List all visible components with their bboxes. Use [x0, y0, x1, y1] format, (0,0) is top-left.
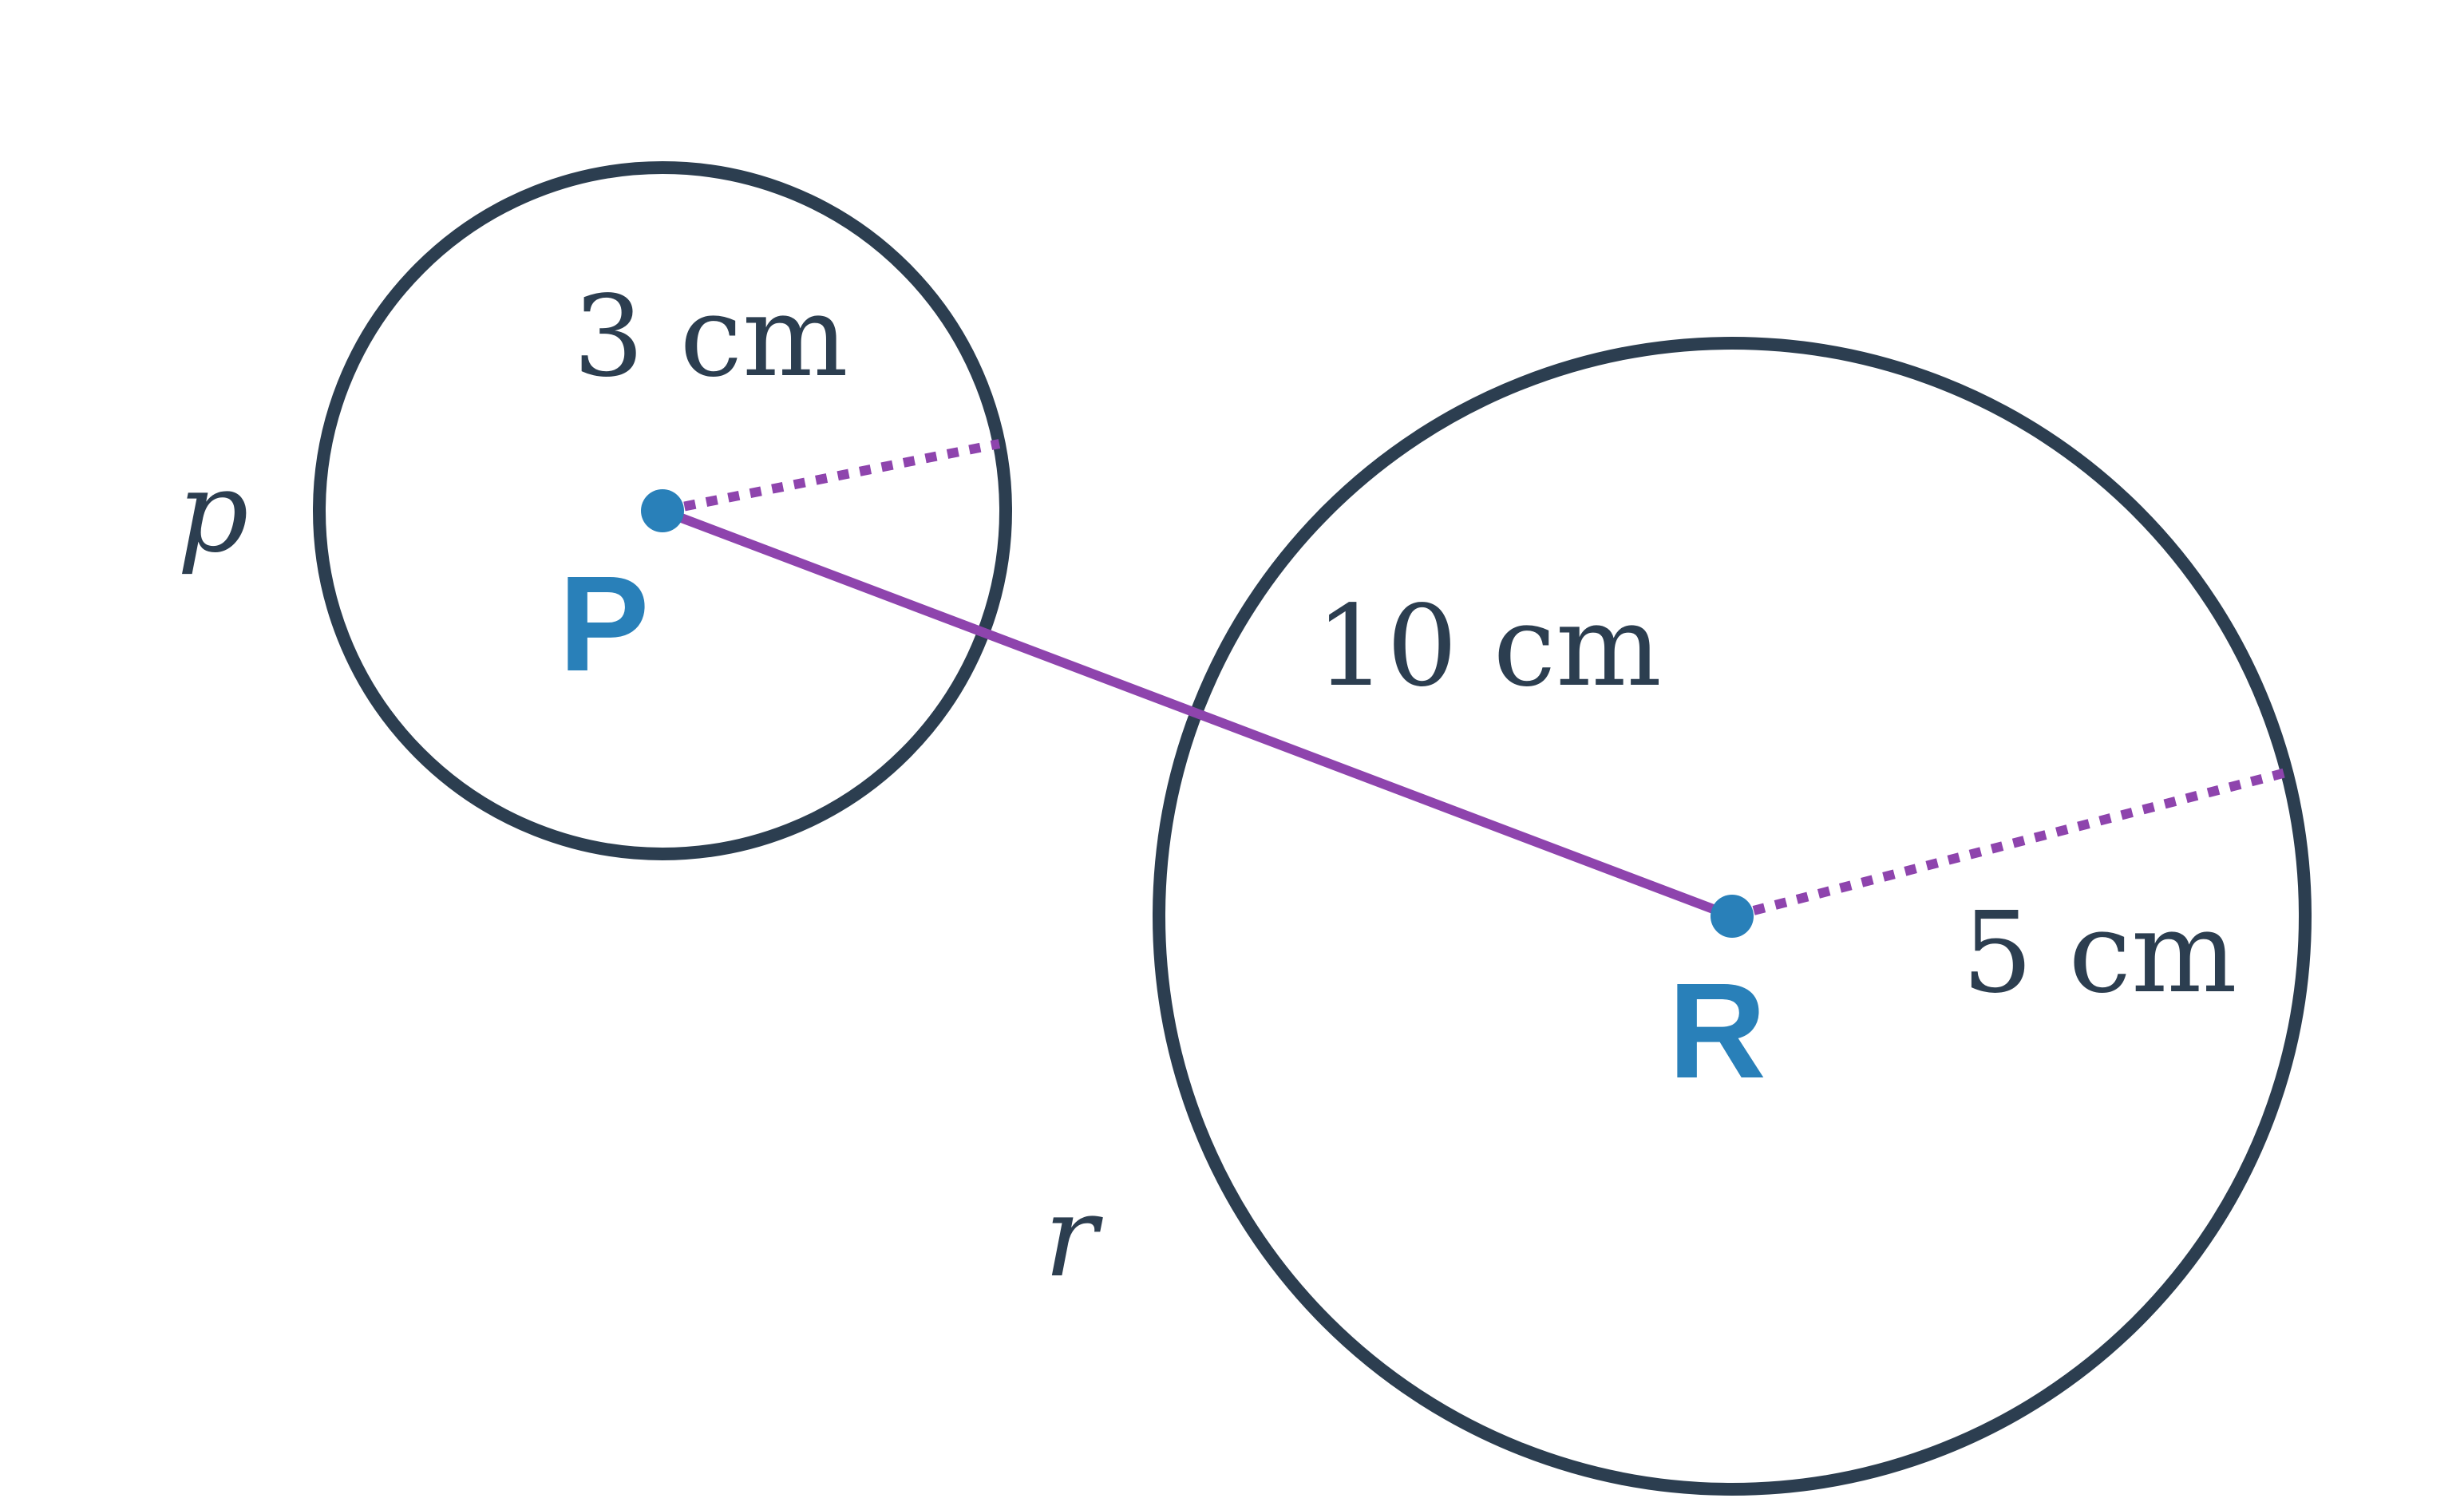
- circle-p: [313, 161, 1012, 860]
- circle-r-label: r: [1044, 1172, 1103, 1302]
- radius-p-dotted: [661, 439, 1001, 516]
- distance-label: 10 cm: [1315, 582, 1662, 712]
- circle-p-label: p: [177, 448, 249, 578]
- center-p-label: P: [559, 548, 649, 700]
- center-distance-segment: [658, 506, 1737, 921]
- circle-r: [1153, 337, 2312, 1496]
- radius-r-dotted: [1730, 768, 2288, 921]
- radius-r-label: 5 cm: [1962, 888, 2237, 1018]
- center-point-r: [1711, 895, 1754, 938]
- center-r-label: R: [1668, 955, 1766, 1107]
- center-point-p: [641, 489, 684, 532]
- radius-p-label: 3 cm: [573, 272, 848, 402]
